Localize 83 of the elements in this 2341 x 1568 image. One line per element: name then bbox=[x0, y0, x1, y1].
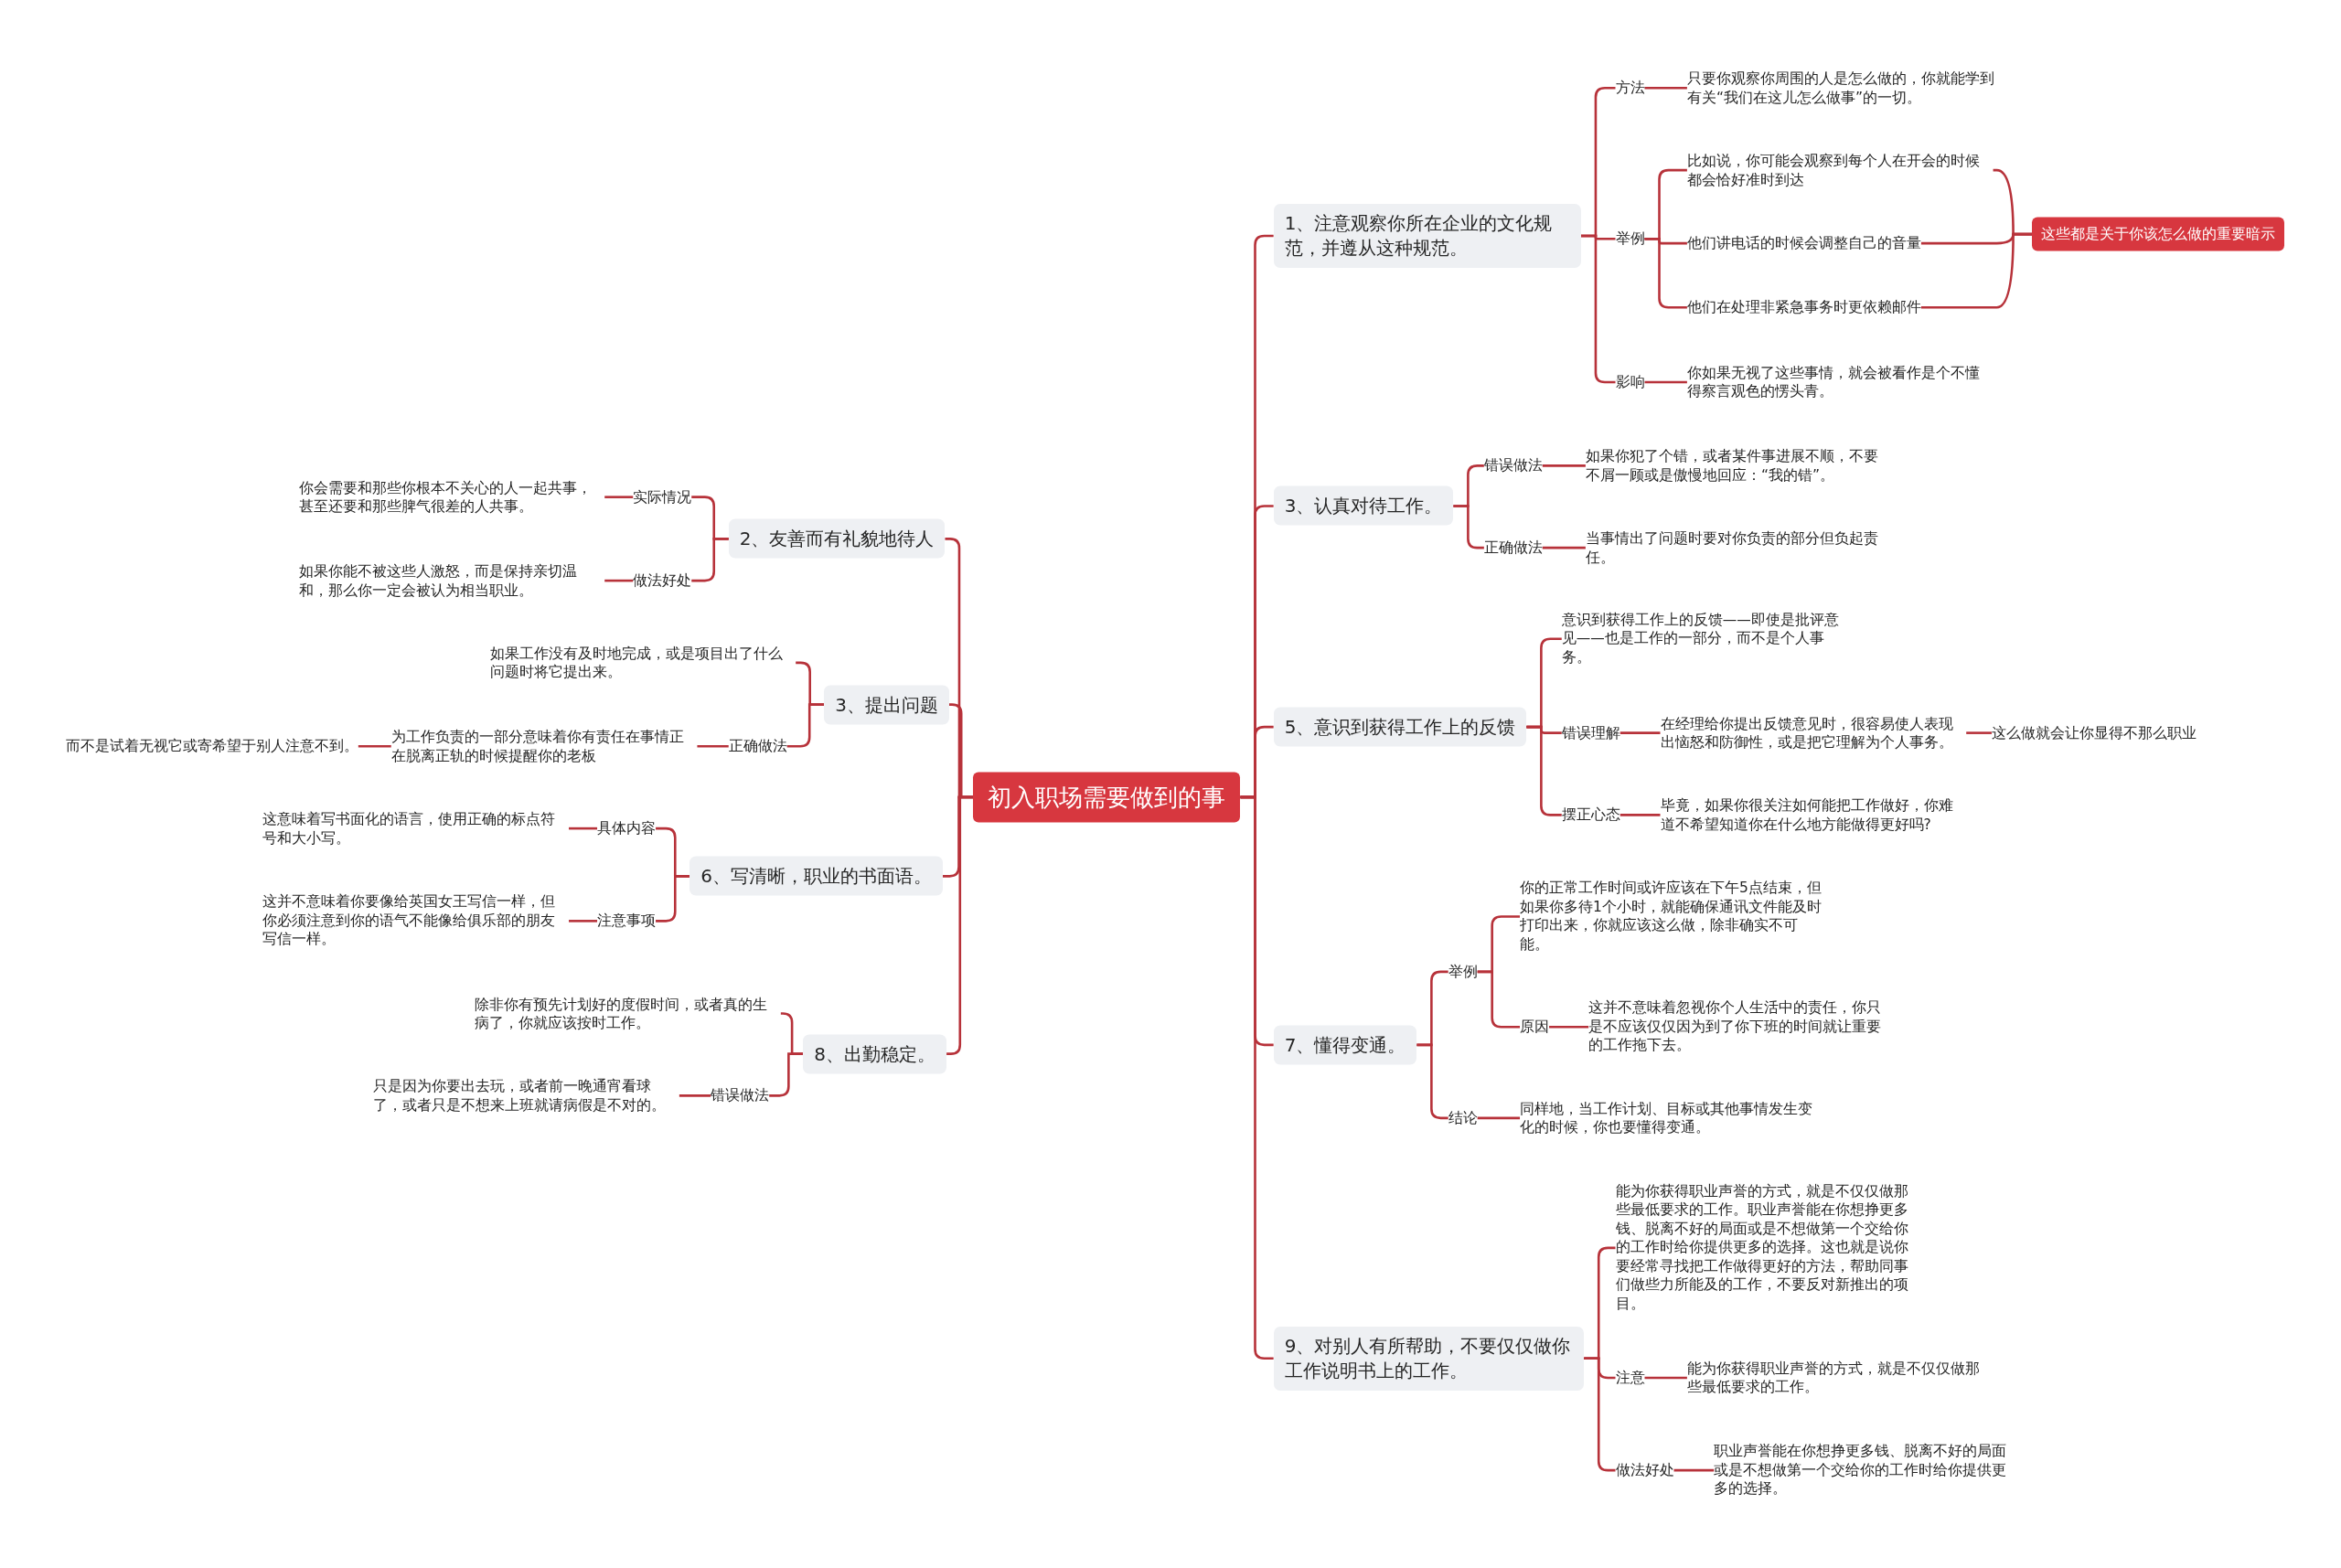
subtopic-label: 具体内容 bbox=[597, 816, 657, 840]
connector-line bbox=[656, 875, 690, 923]
connector-line bbox=[769, 1052, 804, 1097]
connector-line bbox=[1619, 731, 1661, 734]
subtopic-label: 注意 bbox=[1615, 1366, 1645, 1390]
connector-line bbox=[1644, 1376, 1687, 1380]
note-text: 如果你犯了个错，或者某件事进展不顺，不要不屑一顾或是傲慢地回应：“我的错”。 bbox=[1585, 446, 1892, 485]
connector-line bbox=[604, 496, 634, 498]
connector-line bbox=[1580, 234, 1616, 384]
note-text: 你如果无视了这些事情，就会被看作是个不懂得察言观色的愣头青。 bbox=[1686, 363, 1994, 401]
note-text: 为工作负责的一部分意味着你有责任在事情正在脱离正轨的时候提醒你的老板 bbox=[390, 727, 698, 765]
note-text: 毕竟，如果你很关注如何能把工作做好，你难道不希望知道你在什么地方能做得更好吗? bbox=[1660, 795, 1967, 834]
connector-line bbox=[1542, 546, 1586, 549]
subtopic-label: 做法好处 bbox=[1615, 1458, 1674, 1482]
note-text: 能为你获得职业声誉的方式，就是不仅仅做那些最低要求的工作。 bbox=[1686, 1359, 1994, 1397]
connector-line bbox=[1240, 795, 1274, 1360]
subtopic-label: 错误做法 bbox=[1483, 453, 1543, 477]
branch-topic: 3、认真对待工作。 bbox=[1273, 485, 1454, 526]
subtopic-label: 实际情况 bbox=[633, 485, 692, 509]
connector-line bbox=[1619, 814, 1661, 816]
connector-line bbox=[1477, 1116, 1521, 1120]
subtopic-label: 举例 bbox=[1448, 960, 1478, 984]
summary-callout: 这些都是关于你该怎么做的重要暗示 bbox=[2032, 217, 2285, 251]
note-text: 这并不意味着你要像给英国女王写信一样，但你必须注意到你的语气不能像给俱乐部的朋友写信一样。 bbox=[262, 892, 570, 949]
connector-line bbox=[1673, 1468, 1715, 1472]
note-text: 当事情出了问题时要对你负责的部分但负起责任。 bbox=[1585, 528, 1892, 567]
subtopic-label: 摆正心态 bbox=[1561, 803, 1620, 827]
branch-topic: 5、意识到获得工作上的反馈 bbox=[1273, 707, 1527, 747]
subtopic-label: 做法好处 bbox=[633, 569, 692, 592]
summary-bracket bbox=[1920, 232, 2033, 309]
connector-line bbox=[604, 579, 634, 582]
branch-topic: 2、友善而有礼貌地待人 bbox=[728, 518, 946, 559]
connector-line bbox=[1453, 505, 1484, 549]
subtopic-label: 正确做法 bbox=[728, 734, 787, 758]
branch-topic: 8、出勤稳定。 bbox=[803, 1034, 947, 1074]
connector-line bbox=[569, 920, 598, 923]
note-text: 只是因为你要出去玩，或者前一晚通宵看球了，或者只是不想来上班就请病假是不对的。 bbox=[373, 1076, 679, 1115]
subtopic-label: 注意事项 bbox=[597, 909, 657, 933]
connector-line bbox=[358, 745, 391, 748]
note-text: 这么做就会让你显得不那么职业 bbox=[1991, 723, 2197, 742]
note-text: 他们讲电话的时候会调整自己的音量 bbox=[1686, 233, 1921, 253]
branch-topic: 3、提出问题 bbox=[824, 685, 949, 725]
connector-line bbox=[786, 703, 825, 748]
note-text: 你的正常工作时间或许应该在下午5点结束，但如果你多待1个小时，就能确保通讯文件能及时打印出来，你就应该这么做，除非确实不可能。 bbox=[1520, 879, 1826, 955]
note-text: 能为你获得职业声誉的方式，就是不仅仅做那些最低要求的工作。职业声誉能在你想挣更多钱、脱离不好的局面或是不想做第一个交给你的工作时给你提供更多的选择。这也就是说你要经常寻找把工作做得更好的方法，帮助同事们做些力所能及的工作，不要反对新推出的项目。 bbox=[1615, 1182, 1922, 1314]
note-text: 你会需要和那些你根本不关心的人一起共事，甚至还要和那些脾气很差的人共事。 bbox=[298, 478, 605, 517]
note-text: 他们在处理非紧急事务时更依赖邮件 bbox=[1686, 298, 1921, 317]
note-text: 只要你观察你周围的人是怎么做的，你就能学到有关“我们在这儿怎么做事”的一切。 bbox=[1686, 69, 2001, 107]
branch-topic: 7、懂得变通。 bbox=[1273, 1025, 1417, 1065]
note-text: 而不是试着无视它或寄希望于别人注意不到。 bbox=[65, 737, 358, 756]
note-text: 在经理给你提出反馈意见时，很容易使人表现出恼怒和防御性，或是把它理解为个人事务。 bbox=[1660, 714, 1967, 752]
connector-line bbox=[1477, 970, 1521, 1029]
subtopic-label: 影响 bbox=[1615, 370, 1645, 394]
connector-line bbox=[679, 1094, 711, 1097]
connector-line bbox=[691, 538, 729, 582]
subtopic-label: 方法 bbox=[1615, 76, 1645, 100]
subtopic-label: 错误做法 bbox=[711, 1083, 770, 1107]
root-topic: 初入职场需要做到的事 bbox=[973, 772, 1241, 823]
note-text: 除非你有预先计划好的度假时间，或者真的生病了，你就应该按时工作。 bbox=[475, 995, 781, 1032]
connector-line bbox=[1644, 380, 1687, 384]
connector-line bbox=[1644, 87, 1687, 90]
subtopic-label: 结论 bbox=[1448, 1106, 1478, 1130]
connector-line bbox=[1966, 731, 1992, 734]
connector-line bbox=[1542, 464, 1586, 467]
connector-line bbox=[1549, 1025, 1589, 1029]
branch-topic: 6、写清晰，职业的书面语。 bbox=[689, 856, 943, 896]
note-text: 比如说，你可能会观察到每个人在开会的时候都会恰好准时到达 bbox=[1686, 151, 1994, 189]
branch-topic: 9、对别人有所帮助，不要仅仅做你工作说明书上的工作。 bbox=[1273, 1326, 1585, 1391]
note-text: 这意味着写书面化的语言，使用正确的标点符号和大小写。 bbox=[262, 809, 570, 848]
subtopic-label: 举例 bbox=[1615, 227, 1645, 251]
note-text: 这并不意味着忽视你个人生活中的责任，你只是不应该仅仅因为到了你下班的时间就让重要的工作拖下去。 bbox=[1588, 998, 1895, 1055]
note-text: 如果工作没有及时地完成，或是项目出了什么问题时将它提出来。 bbox=[489, 644, 796, 682]
note-text: 职业声誉能在你想挣更多钱、脱离不好的局面或是不想做第一个交给你的工作时给你提供更多的选择。 bbox=[1714, 1442, 2020, 1499]
connector-line bbox=[1416, 1043, 1448, 1120]
note-text: 如果你能不被这些人激怒，而是保持亲切温和，那么你一定会被认为相当职业。 bbox=[298, 561, 605, 600]
subtopic-label: 正确做法 bbox=[1483, 536, 1543, 560]
subtopic-label: 原因 bbox=[1520, 1015, 1550, 1039]
connector-line bbox=[569, 827, 598, 830]
subtopic-label: 错误理解 bbox=[1561, 721, 1620, 745]
branch-topic: 1、注意观察你所在企业的文化规范，并遵从这种规范。 bbox=[1273, 203, 1581, 268]
note-text: 意识到获得工作上的反馈——即使是批评意见——也是工作的一部分，而不是个人事务。 bbox=[1561, 611, 1854, 667]
note-text: 同样地，当工作计划、目标或其他事情发生变化的时候，你也要懂得变通。 bbox=[1520, 1099, 1826, 1137]
connector-line bbox=[697, 745, 729, 748]
